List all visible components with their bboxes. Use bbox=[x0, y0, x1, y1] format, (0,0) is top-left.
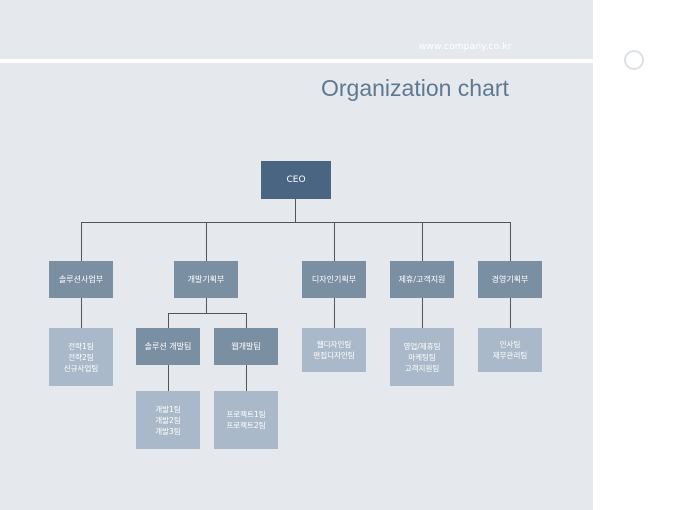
connector-dept3-team bbox=[334, 298, 335, 328]
connector-dept-4 bbox=[422, 222, 423, 261]
connector-dept4-team bbox=[422, 298, 423, 328]
team-label: 프로젝트2팀 bbox=[226, 421, 266, 430]
team-box-solution-dev: 개발1팀 개발2팀 개발3팀 bbox=[136, 391, 200, 449]
dept-label: 제휴/고객지원 bbox=[398, 274, 446, 284]
team-label: 편집디자인팀 bbox=[313, 351, 355, 360]
connector-dept-2 bbox=[206, 222, 207, 261]
dept-box-solution: 솔루션사업부 bbox=[49, 261, 113, 298]
team-label: 개발3팀 bbox=[155, 426, 181, 436]
dept-box-management: 경영기획부 bbox=[478, 261, 542, 298]
team-label: 개발2팀 bbox=[155, 415, 181, 425]
team-label: 인사팀 bbox=[499, 340, 521, 349]
team-label: 영업/제휴팀 bbox=[403, 341, 441, 351]
team-box-design: 웹디자인팀 편집디자인팀 bbox=[302, 328, 366, 372]
connector-horizontal-main bbox=[81, 222, 511, 223]
dept-box-dev-planning: 개발기획부 bbox=[174, 261, 238, 298]
page-title: Organization chart bbox=[321, 75, 509, 101]
company-url: www.company.co.kr bbox=[419, 42, 512, 52]
connector-ceo-down bbox=[295, 199, 296, 222]
header-circle-ornament bbox=[624, 50, 644, 70]
dept-label: 개발기획부 bbox=[187, 274, 225, 284]
dept-label: 디자인기획부 bbox=[311, 274, 357, 284]
team-box-web-dev: 프로젝트1팀 프로젝트2팀 bbox=[214, 391, 278, 449]
connector-sub2-team bbox=[246, 365, 247, 391]
team-label: 프로젝트1팀 bbox=[226, 410, 266, 419]
team-box-management: 인사팀 재무관리팀 bbox=[478, 328, 542, 372]
ceo-box: CEO bbox=[261, 161, 331, 199]
subunit-box-web-dev: 웹개발팀 bbox=[214, 328, 278, 365]
team-label: 전략2팀 bbox=[68, 352, 94, 362]
connector-sub1 bbox=[168, 313, 169, 328]
connector-dept-1 bbox=[81, 222, 82, 261]
team-box-partnership: 영업/제휴팀 마케팅팀 고객지원팀 bbox=[390, 328, 454, 386]
team-label: 고객지원팀 bbox=[404, 363, 440, 373]
connector-dept-5 bbox=[510, 222, 511, 261]
connector-dept-3 bbox=[334, 222, 335, 261]
subunit-label: 솔루션 개발팀 bbox=[144, 341, 192, 351]
team-label: 재무관리팀 bbox=[492, 351, 528, 360]
dept-box-partnership: 제휴/고객지원 bbox=[390, 261, 454, 298]
connector-dept1-team bbox=[81, 298, 82, 328]
subunit-label: 웹개발팀 bbox=[231, 341, 261, 351]
team-label: 신규사업팀 bbox=[63, 363, 99, 373]
team-label: 개발1팀 bbox=[155, 404, 181, 414]
team-label: 마케팅팀 bbox=[408, 352, 436, 362]
subunit-box-solution-dev: 솔루션 개발팀 bbox=[136, 328, 200, 365]
ceo-label: CEO bbox=[286, 175, 306, 185]
header-divider-line bbox=[0, 59, 626, 63]
connector-sub1-team bbox=[168, 365, 169, 391]
slide-background bbox=[0, 0, 593, 510]
connector-sub2 bbox=[246, 313, 247, 328]
connector-dept2-down bbox=[206, 298, 207, 313]
team-box-solution: 전략1팀 전략2팀 신규사업팀 bbox=[49, 328, 113, 386]
team-label: 웹디자인팀 bbox=[316, 340, 352, 349]
dept-label: 솔루션사업부 bbox=[58, 274, 104, 284]
connector-dept2-horizontal bbox=[168, 313, 246, 314]
team-label: 전략1팀 bbox=[68, 341, 94, 351]
dept-label: 경영기획부 bbox=[491, 274, 529, 284]
connector-dept5-team bbox=[510, 298, 511, 328]
dept-box-design: 디자인기획부 bbox=[302, 261, 366, 298]
